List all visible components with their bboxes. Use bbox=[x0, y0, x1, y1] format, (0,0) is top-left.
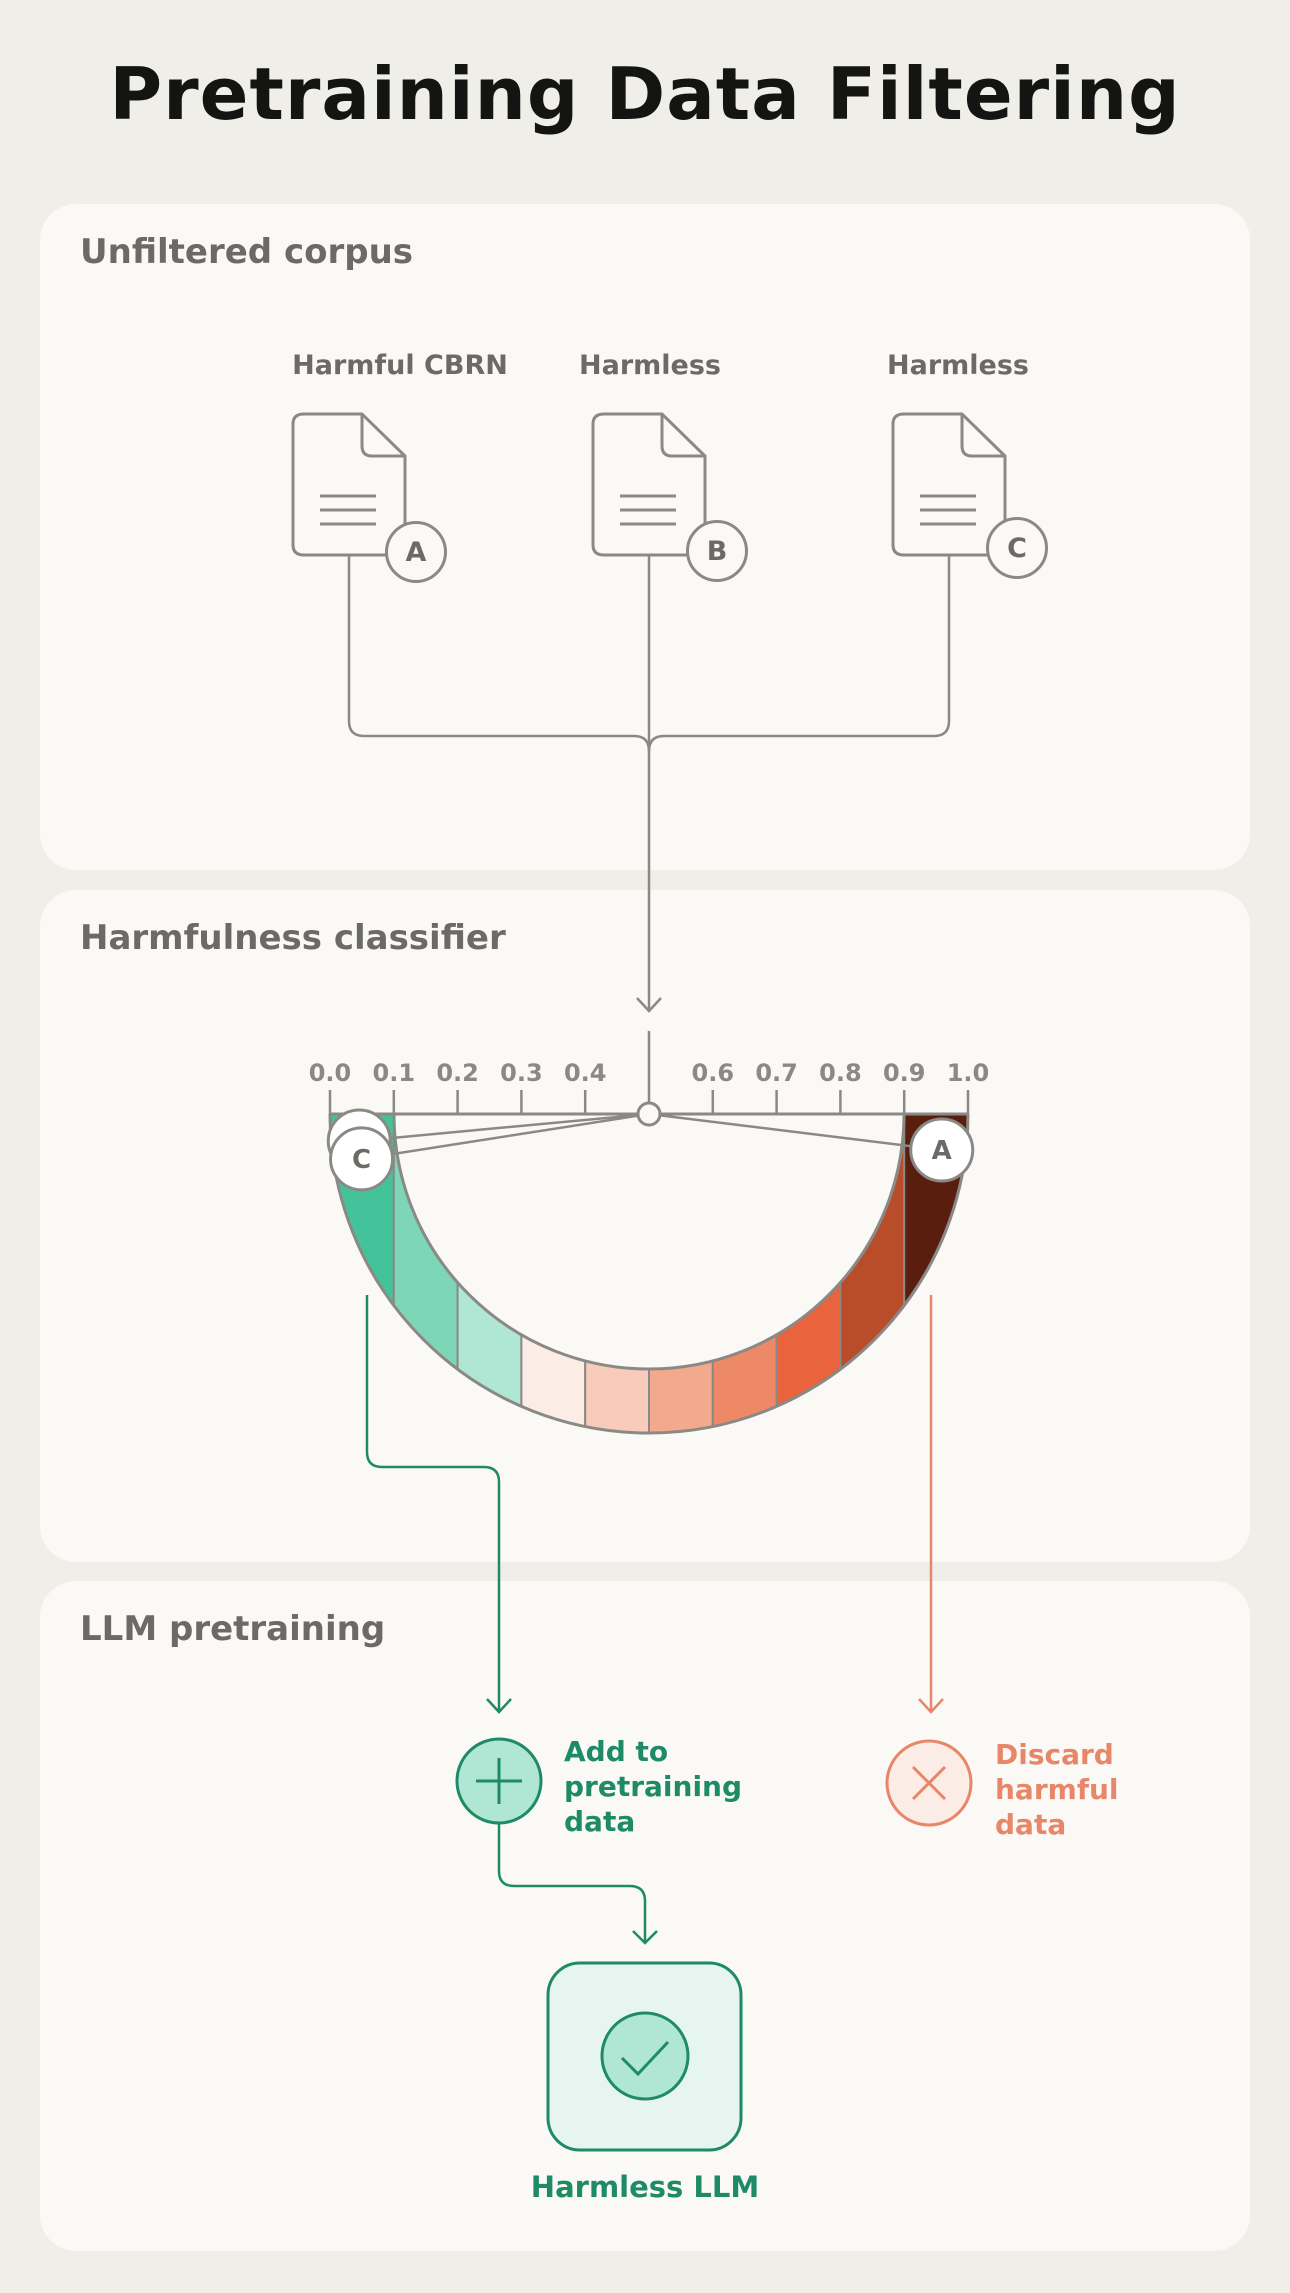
document-a-icon bbox=[291, 412, 407, 557]
score-badge-a bbox=[909, 1117, 975, 1183]
add-to-pretraining-label: Add to pretraining data bbox=[564, 1735, 743, 1838]
gauge-outer-arc bbox=[328, 1113, 970, 1435]
doc-label-b: Harmless bbox=[579, 350, 721, 381]
doc-badge-a: A bbox=[385, 521, 447, 583]
doc-badge-c-label: C bbox=[1007, 532, 1027, 564]
gauge-tick-label: 0.2 bbox=[436, 1059, 479, 1087]
keep-path bbox=[365, 1295, 658, 1945]
doc-label-a: Harmful CBRN bbox=[292, 350, 508, 381]
score-pointer-a bbox=[648, 1112, 942, 1152]
gauge-tick-label: 0.0 bbox=[309, 1059, 352, 1087]
score-pointer-c bbox=[361, 1112, 650, 1161]
doc-badge-b: B bbox=[686, 520, 748, 582]
doc-label-c: Harmless bbox=[887, 350, 1029, 381]
document-b-icon bbox=[591, 412, 707, 557]
doc-badge-c: C bbox=[986, 517, 1048, 579]
merge-connector bbox=[347, 556, 951, 1013]
gauge-tick-label: 0.7 bbox=[755, 1059, 798, 1087]
panel-title-corpus: Unfiltered corpus bbox=[80, 232, 414, 272]
score-badge-label-c: C bbox=[352, 1145, 371, 1175]
doc-badge-b-label: B bbox=[706, 535, 728, 567]
harmless-llm-icon bbox=[546, 1961, 743, 2152]
score-pointer-b bbox=[359, 1112, 650, 1143]
discard-path bbox=[918, 1295, 944, 1714]
panel-title-classifier: Harmfulness classifier bbox=[80, 918, 506, 958]
gauge-pivot bbox=[636, 1101, 662, 1127]
doc-badge-a-label: A bbox=[405, 536, 427, 568]
gauge-inner-arc bbox=[392, 1113, 906, 1371]
harmless-llm-label: Harmless LLM bbox=[530, 2170, 760, 2204]
harmfulness-gauge: 0.00.10.20.30.40.60.70.80.91.0 ABC bbox=[309, 1031, 990, 1435]
gauge-tick-label: 0.9 bbox=[883, 1059, 926, 1087]
score-badge-c bbox=[329, 1126, 395, 1192]
discard-x-icon bbox=[885, 1739, 973, 1827]
gauge-tick-label: 0.3 bbox=[500, 1059, 543, 1087]
discard-harmful-label: Discard harmful data bbox=[995, 1738, 1119, 1841]
panel-title-pretraining: LLM pretraining bbox=[80, 1609, 386, 1649]
gauge-tick-label: 0.6 bbox=[692, 1059, 735, 1087]
gauge-tick-label: 0.8 bbox=[819, 1059, 862, 1087]
gauge-tick-label: 1.0 bbox=[947, 1059, 990, 1087]
panel-harmfulness-classifier: Harmfulness classifier bbox=[40, 890, 1250, 1562]
add-plus-icon bbox=[455, 1737, 543, 1825]
page-title: Pretraining Data Filtering bbox=[109, 52, 1181, 136]
gauge-tick-label: 0.4 bbox=[564, 1059, 607, 1087]
score-badge-label-a: A bbox=[932, 1136, 952, 1166]
gauge-tick-label: 0.1 bbox=[373, 1059, 416, 1087]
